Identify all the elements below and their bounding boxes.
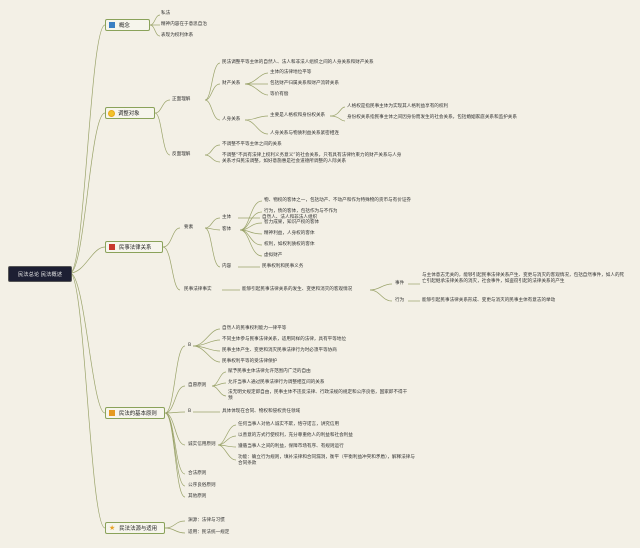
concept-item: 表现为权利体系	[161, 33, 194, 38]
branch-relation: 民事法律关系	[105, 241, 163, 253]
branch-principle-label: 民法的基本原则	[119, 411, 157, 417]
good-faith-item: 遵循当事人之间的利益，保障市场有序、有规则运行	[238, 444, 344, 449]
branch-principle: 民法的基本原则	[105, 407, 165, 419]
square-icon	[109, 22, 115, 28]
personal-sub: 身份权关系指民事主体之间因身份而发生的社会关系，包括婚姻家庭关系和监护关系	[347, 115, 517, 120]
relation-event-desc: 与主体意志无关的，能够引起民事法律关系产生、变更与消灭的客观情况，包括自然事件，…	[422, 273, 625, 284]
branch-source: ★ 民法法源与适用	[105, 522, 165, 534]
principle-a-item: 民事主体产生、变更和消灭民事法律行为时必须平等协商	[222, 348, 337, 353]
relation-event: 事件	[395, 281, 405, 286]
relation-fact-desc: 能够引起民事法律关系的发生、变更和消灭的客观情况	[242, 287, 353, 292]
personal-note: 人身关系与物质利益关系紧密相连	[270, 131, 339, 136]
concept-item: 私法	[161, 11, 171, 16]
relation-act: 行为	[395, 298, 405, 303]
object-item: 行为，债的客体，包括作为与不作为	[264, 209, 338, 214]
principle-other: 合法原则	[188, 471, 207, 476]
relation-content-desc: 民事权利和民事义务	[262, 264, 304, 269]
root-node: 民法总论 民法概述	[8, 266, 72, 282]
object-item: 权利，如权利质权的客体	[264, 242, 315, 247]
property-item: 主体的法律地位平等	[270, 70, 312, 75]
source-item: 适用：民法统一规定	[188, 530, 230, 535]
relation-object: 客体	[222, 227, 232, 232]
principle-a-item: 不同主体参与民事法律关系，适用同样的法律，具有平等地位	[222, 337, 347, 342]
sun-icon	[109, 110, 114, 116]
negative-item: 不调整“不具有法律上权利义务意义”的社会关系，只有具有法律约束力的财产关系与人身…	[222, 153, 402, 164]
relation-fact: 民事法律事实	[184, 287, 212, 292]
relation-content: 内容	[222, 264, 232, 269]
good-faith-item: 以善意的方式行使权利，充分尊重他人的利益和社会利益	[238, 433, 353, 438]
principle-a-item: 自然人的民事权利能力一律平等	[222, 326, 287, 331]
principle-other: 其他原则	[188, 494, 207, 499]
principle-a-item: 民事权利平等的受法律保护	[222, 359, 278, 364]
principle-a: B	[188, 343, 192, 348]
negative-item: 不调整不平等主体之间的关系	[222, 142, 282, 147]
object-positive-desc: 民法调整平等主体的自然人、法人和非法人组织之间的人身关系和财产关系	[222, 60, 374, 65]
branch-source-label: 民法法源与适用	[119, 526, 158, 532]
object-item: 虚拟财产	[264, 253, 283, 258]
autonomy-item: 法无明文规定即自由，民事主体不违反法律、行政法规的规定和公序良俗，国家即不得干预	[228, 390, 408, 401]
property-item: 等价有偿	[270, 92, 289, 97]
concept-item: 精神内容在于意思自治	[161, 22, 207, 27]
star-icon: ★	[109, 524, 116, 532]
object-positive: 正面理解	[172, 97, 191, 102]
personal-sub: 人格权是指民事主体为实现其人格利益享有的权利	[347, 104, 449, 109]
object-item: 精神利益，人身权的客体	[264, 231, 315, 236]
object-item: 物、物权的客体之一，包括动产、不动产和作为特殊物的货币与有价证券	[264, 198, 412, 203]
object-property: 财产关系	[222, 81, 241, 86]
principle-autonomy: 自愿原则	[188, 383, 207, 388]
branch-object-label: 调整对象	[118, 111, 140, 117]
principle-other: 公序良俗原则	[188, 483, 216, 488]
principle-good-faith: 诚实信用原则	[188, 442, 216, 447]
good-faith-item: 任何当事人对他人诚实不欺，恪守诺言，讲究信用	[238, 422, 340, 427]
relation-subject: 主体	[222, 215, 232, 220]
principle-b-desc: 具体体现在合同、物权和侵权责任领域	[222, 409, 301, 414]
autonomy-item: 赋予民事主体法律允许范围内广泛的自由	[228, 369, 311, 374]
square-icon	[109, 244, 115, 250]
good-faith-item: 功能：确立行为规则，填补法律和合同漏洞，衡平（平衡利益冲突和矛盾），解释法律与合…	[238, 455, 415, 466]
object-item: 智力成果，知识产权的客体	[264, 220, 320, 225]
property-item: 包括财产归属关系和财产流转关系	[270, 81, 339, 86]
personal-main: 主要是人格权和身份权关系	[270, 113, 326, 118]
relation-act-desc: 能够引起民事法律关系形成、变更与消灭的民事主体有意志的举动	[422, 298, 556, 303]
root-label: 民法总论 民法概述	[17, 272, 63, 278]
relation-elements: 要素	[184, 225, 194, 230]
relation-subject-desc: 自然人、法人和非法人组织	[262, 215, 318, 220]
branch-concept-label: 概念	[119, 23, 130, 29]
source-item: 渊源：法律与习惯	[188, 518, 225, 523]
principle-b: B	[188, 409, 192, 414]
autonomy-item: 允许当事人通过民事法律行为调整相互间的关系	[228, 380, 325, 385]
branch-concept: 概念	[105, 19, 150, 31]
object-negative: 反面理解	[172, 152, 191, 157]
object-personal: 人身关系	[222, 117, 241, 122]
branch-object: 调整对象	[105, 107, 155, 119]
square-icon	[109, 410, 115, 416]
branch-relation-label: 民事法律关系	[119, 245, 152, 251]
